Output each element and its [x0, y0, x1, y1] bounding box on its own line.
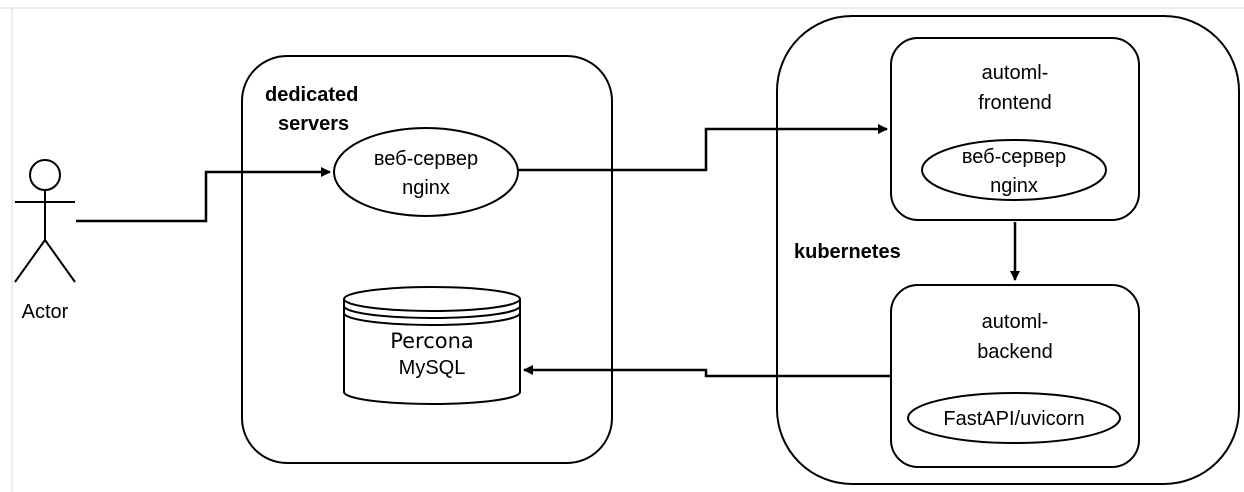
db-body [343, 299, 521, 405]
edge-backend-to-database [523, 365, 890, 378]
db-label-line2: MySQL [399, 357, 466, 379]
fastapi-uvicorn-node [907, 392, 1121, 444]
nginx-webserver-label-line1: веб-сервер [374, 148, 478, 170]
db-top [343, 286, 521, 312]
automl-backend-title-line2: backend [977, 341, 1053, 363]
frontend-nginx-label-line1: веб-сервер [962, 146, 1066, 168]
actor-figure [14, 159, 76, 283]
edge-actor-to-nginx [76, 167, 331, 223]
nginx-webserver-node [333, 127, 519, 217]
actor-left-leg [14, 239, 46, 283]
automl-frontend-title-line2: frontend [978, 92, 1051, 114]
edge-nginx-to-frontend [518, 124, 888, 172]
actor-head [29, 159, 61, 191]
fastapi-uvicorn-label: FastAPI/uvicorn [943, 408, 1084, 430]
dedicated-servers-title-line2: servers [278, 113, 349, 135]
actor-label: Actor [22, 301, 69, 323]
db-ring-2 [343, 312, 521, 326]
automl-backend-title-line1: automl- [982, 311, 1049, 333]
actor-right-leg [44, 239, 76, 283]
nginx-webserver-label-line2: nginx [402, 177, 450, 199]
db-ring-1 [343, 305, 521, 319]
frontend-nginx-node [921, 139, 1107, 201]
kubernetes-title: kubernetes [794, 241, 901, 263]
percona-mysql-database [343, 286, 521, 405]
frontend-nginx-label-line2: nginx [990, 175, 1038, 197]
dedicated-servers-title-line1: dedicated [265, 84, 358, 106]
db-label-line1: Percona [390, 329, 474, 353]
automl-frontend-title-line1: automl- [982, 62, 1049, 84]
